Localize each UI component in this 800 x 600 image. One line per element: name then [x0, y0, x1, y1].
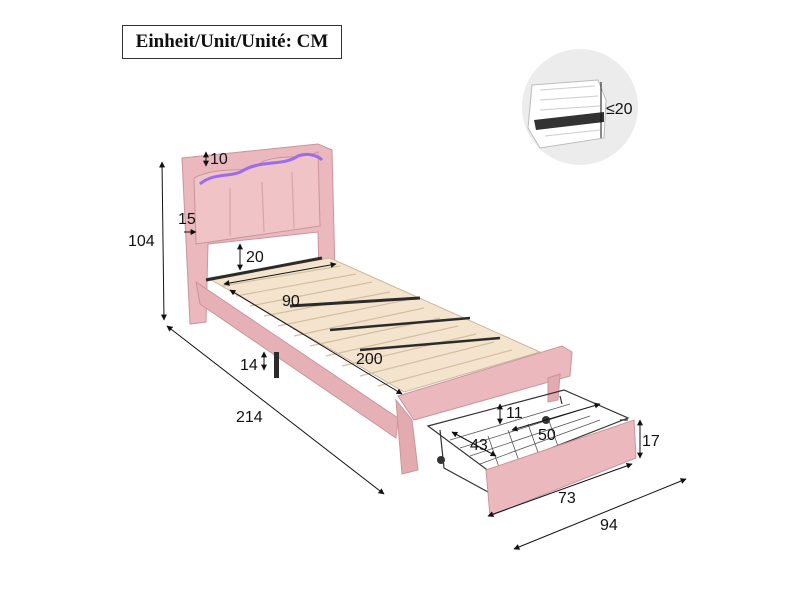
dim-total-width: 94 [600, 517, 618, 534]
dim-mattress-height: ≤20 [606, 101, 633, 118]
drawer [426, 389, 637, 517]
dimension-lines [159, 151, 687, 550]
dim-drawer-width: 73 [558, 490, 576, 507]
drawer-inner-width-line [511, 402, 601, 432]
dim-floor-clearance: 14 [240, 357, 258, 374]
center-leg [274, 352, 279, 378]
dim-total-length: 214 [236, 409, 263, 426]
dim-total-height: 104 [128, 233, 155, 250]
mattress-length-line [229, 289, 403, 395]
drawer-depth-line [451, 431, 497, 457]
dim-drawer-depth: 43 [470, 437, 488, 454]
mattress-width-line [223, 261, 337, 287]
mattress-inset [522, 49, 638, 165]
dim-drawer-inner-width: 50 [538, 427, 556, 444]
height-line [159, 161, 167, 321]
drawer-width-line [487, 463, 633, 517]
dim-side-thickness: 15 [178, 211, 196, 228]
dim-top-thickness: 10 [210, 151, 228, 168]
unit-label: Einheit/Unit/Unité: CM [122, 25, 342, 59]
led-strip [199, 152, 324, 186]
dim-mattress-width: 90 [282, 293, 300, 310]
dim-drawer-inner-height: 11 [506, 405, 523, 422]
length-line [166, 325, 385, 495]
dim-mattress-length: 200 [356, 351, 383, 368]
dim-drawer-height: 17 [642, 433, 660, 450]
dim-headboard-clearance: 20 [246, 249, 264, 266]
headboard [181, 143, 337, 325]
